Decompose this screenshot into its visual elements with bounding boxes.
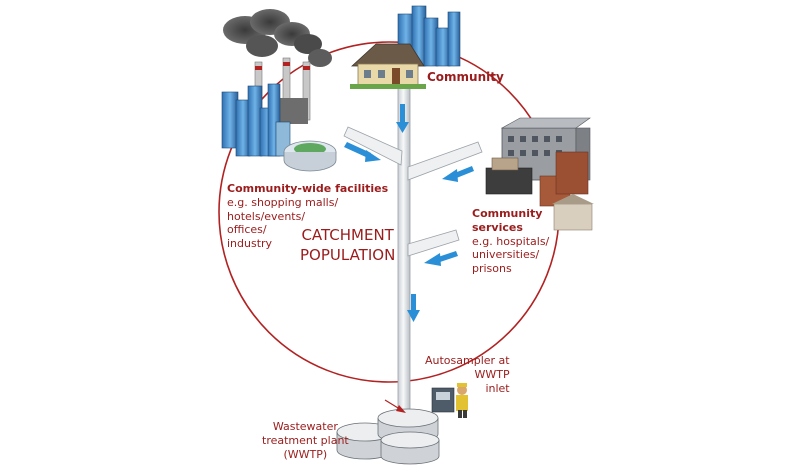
wwtp-line-1: Wastewater (272, 420, 338, 433)
branch-pipe-right-lower (407, 229, 460, 257)
facilities-title: Community-wide facilities (227, 182, 389, 195)
autosampler-worker-icon (431, 383, 468, 418)
autosampler-line-3: inlet (485, 381, 510, 395)
catchment-population-label: CATCHMENT POPULATION (300, 226, 395, 265)
autosampler-line-1: Autosampler at (425, 354, 510, 367)
flow-arrow-icon (424, 251, 458, 266)
facilities-line: industry (227, 237, 273, 250)
facilities-line: e.g. shopping malls/ (227, 195, 339, 209)
services-line: universities/ (472, 248, 540, 262)
community-label: Community (427, 70, 504, 84)
inlet-pointer-arrow (384, 399, 406, 413)
stadium-icon (283, 140, 337, 172)
facilities-line: hotels/events/ (227, 209, 306, 223)
treatment-tank-icon (336, 408, 440, 465)
community-services-label: Community services e.g. hospitals/ unive… (472, 207, 549, 276)
house-icon (350, 43, 426, 89)
flow-arrow-icon (407, 294, 420, 322)
wwtp-label: Wastewater treatment plant (WWTP) (262, 420, 349, 461)
wwtp-line-2: treatment plant (262, 433, 349, 447)
services-title: Community (472, 207, 543, 220)
services-title-2: services (472, 220, 523, 234)
catchment-line-1: CATCHMENT (301, 226, 394, 244)
skyscraper-icon (221, 83, 291, 157)
autosampler-label: Autosampler at WWTP inlet (425, 354, 510, 395)
facilities-line: offices/ (227, 223, 267, 237)
flow-arrow-icon (442, 166, 474, 182)
wwtp-line-3: (WWTP) (283, 447, 328, 461)
branch-pipe-right-upper (407, 141, 483, 181)
flow-arrow-icon (396, 104, 409, 133)
community-wide-facilities-label: Community-wide facilities e.g. shopping … (227, 182, 388, 251)
hospital-building-icon (485, 117, 594, 231)
services-line: e.g. hospitals/ (472, 234, 550, 248)
branch-pipe-left (343, 126, 403, 166)
catchment-line-2: POPULATION (300, 245, 396, 264)
autosampler-line-2: WWTP (474, 367, 510, 381)
flow-arrow-icon (344, 142, 381, 162)
services-line: prisons (472, 262, 512, 275)
